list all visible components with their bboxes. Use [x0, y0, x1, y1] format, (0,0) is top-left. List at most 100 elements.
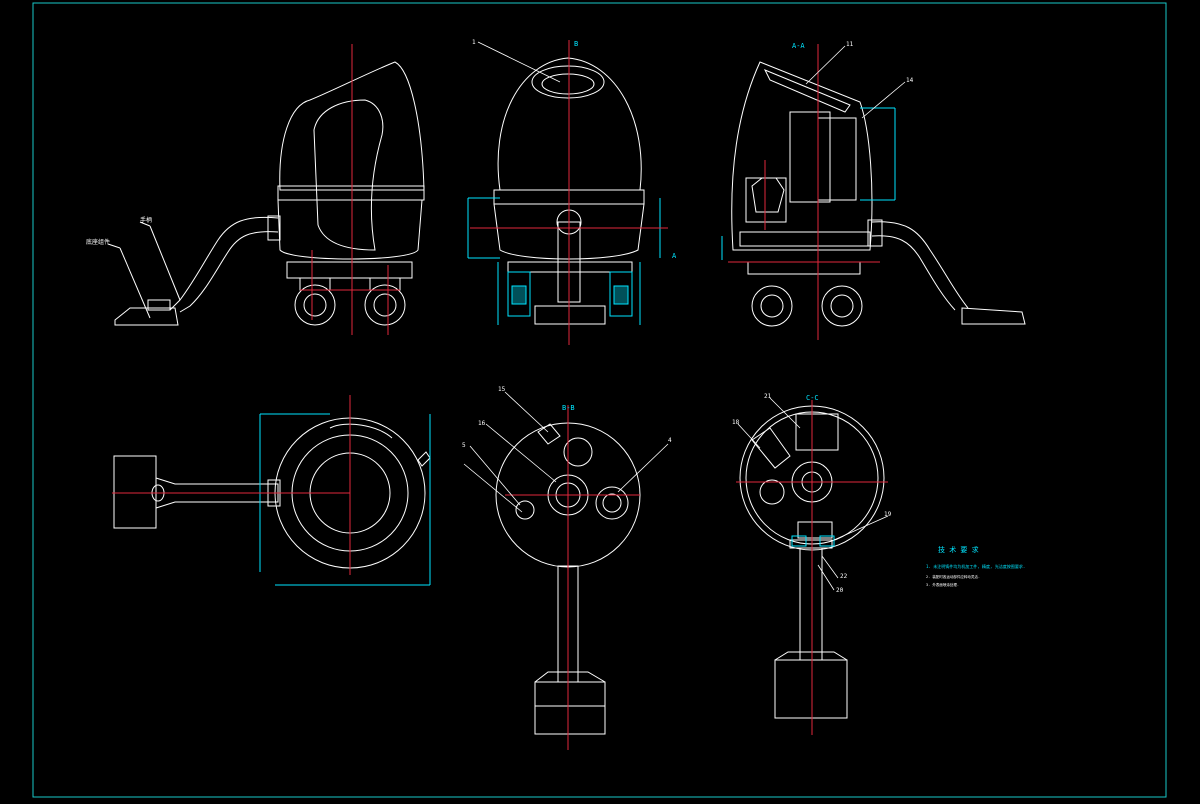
- callout-c-e: 20: [836, 587, 844, 594]
- notes-line-2: 2. 装配时各运动部件应转动灵活.: [926, 574, 980, 579]
- leader-lower: [119, 247, 151, 319]
- c-leader-20: [817, 564, 835, 591]
- sheet-border: [32, 2, 1167, 798]
- front-caster-assemblies: [467, 197, 661, 325]
- leader-upper-tail: [139, 221, 151, 227]
- c-gear-segment: [751, 427, 791, 469]
- technical-notes: 技 术 要 求 1. 未注明铸件均为机加工件, 精度, 光洁度按图要求. 2. …: [926, 545, 1025, 587]
- plan-knob: [417, 451, 431, 467]
- c-foot: [774, 659, 848, 719]
- callout-c-a: 21: [764, 393, 772, 400]
- side-wheel-right: [364, 284, 406, 326]
- front-caster-right: [609, 271, 633, 317]
- front-top-opening-inner: [541, 73, 595, 95]
- b-top-boss: [563, 437, 593, 467]
- section-top-handle: [763, 69, 851, 113]
- side-section-view: [731, 61, 1026, 327]
- side-foot: [114, 307, 179, 326]
- callout-b-d: 4: [668, 437, 672, 444]
- section-wheel-right: [821, 285, 863, 327]
- section-lower-plate: [739, 231, 871, 247]
- section-arm: [871, 221, 969, 311]
- side-arm: [169, 216, 279, 313]
- b-right-boss-inner: [602, 493, 622, 513]
- section-leader-11: [805, 45, 846, 85]
- side-elevation-view: [107, 61, 425, 326]
- section-base-plate: [747, 261, 861, 275]
- section-leader-14: [861, 81, 906, 119]
- notes-line-3: 3. 外表面喷涂处理.: [926, 582, 959, 587]
- section-wheel-left-hub: [760, 294, 784, 318]
- front-leader-1: [477, 41, 561, 83]
- side-foot-pad: [147, 299, 171, 311]
- c-highlight-a: [791, 535, 807, 547]
- c-leader-19: [833, 515, 889, 541]
- front-arrow-a: A: [672, 252, 677, 260]
- front-arrow-b: B: [574, 40, 578, 48]
- section-dimensions: [721, 107, 896, 260]
- section-inner-column: [789, 111, 831, 203]
- callout-c-b: 18: [732, 419, 740, 426]
- section-wheel-left: [751, 285, 793, 327]
- front-caster-left-wheel: [511, 285, 527, 305]
- c-leader-22: [821, 555, 839, 579]
- callout-b-c: 5: [462, 442, 466, 449]
- front-base: [534, 305, 606, 325]
- b-foot-top: [534, 671, 606, 683]
- callout-side-section-top: 11: [846, 41, 854, 48]
- b-foot: [534, 681, 606, 735]
- c-leader-18: [737, 423, 761, 449]
- callout-front-top: 1: [472, 39, 476, 46]
- side-wheel-left: [294, 284, 336, 326]
- section-body-outline: [731, 61, 873, 251]
- c-leaders: [737, 397, 889, 591]
- front-caster-left: [507, 271, 531, 317]
- notes-line-1: 1. 未注明铸件均为机加工件, 精度, 光洁度按图要求.: [926, 563, 1025, 569]
- plan-foot: [113, 455, 157, 529]
- section-arm-collar: [867, 219, 883, 247]
- c-bracket-base: [789, 539, 833, 549]
- front-caster-right-wheel: [613, 285, 629, 305]
- c-highlight-b: [819, 535, 835, 547]
- callout-b-a: 15: [498, 386, 506, 393]
- front-body-upper: [497, 57, 642, 191]
- side-handle-recess: [313, 99, 384, 251]
- b-notch: [537, 423, 561, 445]
- section-wheel-right-hub: [830, 294, 854, 318]
- c-bracket: [797, 521, 833, 539]
- b-leader-15: [504, 391, 549, 433]
- section-inner-housing: [817, 117, 857, 201]
- c-foot-top: [774, 651, 848, 661]
- front-body-lower: [493, 203, 645, 260]
- side-body-lower: [277, 199, 423, 260]
- side-belt: [277, 185, 425, 201]
- callout-c-c: 19: [884, 511, 892, 518]
- front-base-plate: [507, 261, 633, 273]
- b-leaders: [463, 391, 669, 513]
- c-left-gear: [759, 479, 785, 505]
- section-label-b: B-B: [562, 404, 575, 412]
- leader-upper: [149, 225, 181, 301]
- section-label-c: C-C: [806, 394, 819, 402]
- side-arm-collar: [267, 215, 281, 241]
- c-arm: [799, 547, 823, 661]
- leader-lower-tail: [107, 243, 121, 249]
- notes-title: 技 术 要 求: [938, 545, 979, 554]
- side-body-upper: [279, 61, 425, 191]
- side-label-upper: 手柄: [140, 216, 152, 224]
- section-label-a: A-A: [792, 42, 805, 50]
- c-gear-box: [795, 413, 839, 451]
- c-leader-21: [769, 397, 801, 429]
- callout-b-b: 16: [478, 420, 486, 427]
- plan-dimensions: [259, 413, 431, 586]
- b-right-boss: [595, 486, 629, 520]
- c-highlights: [791, 535, 835, 547]
- b-leader-16: [485, 423, 557, 483]
- callout-c-d: 22: [840, 573, 848, 580]
- section-motor-shape: [751, 177, 785, 213]
- side-label-lower: 底座组件: [86, 238, 110, 246]
- b-leader-4: [617, 443, 669, 493]
- side-wheel-right-hub: [373, 293, 397, 317]
